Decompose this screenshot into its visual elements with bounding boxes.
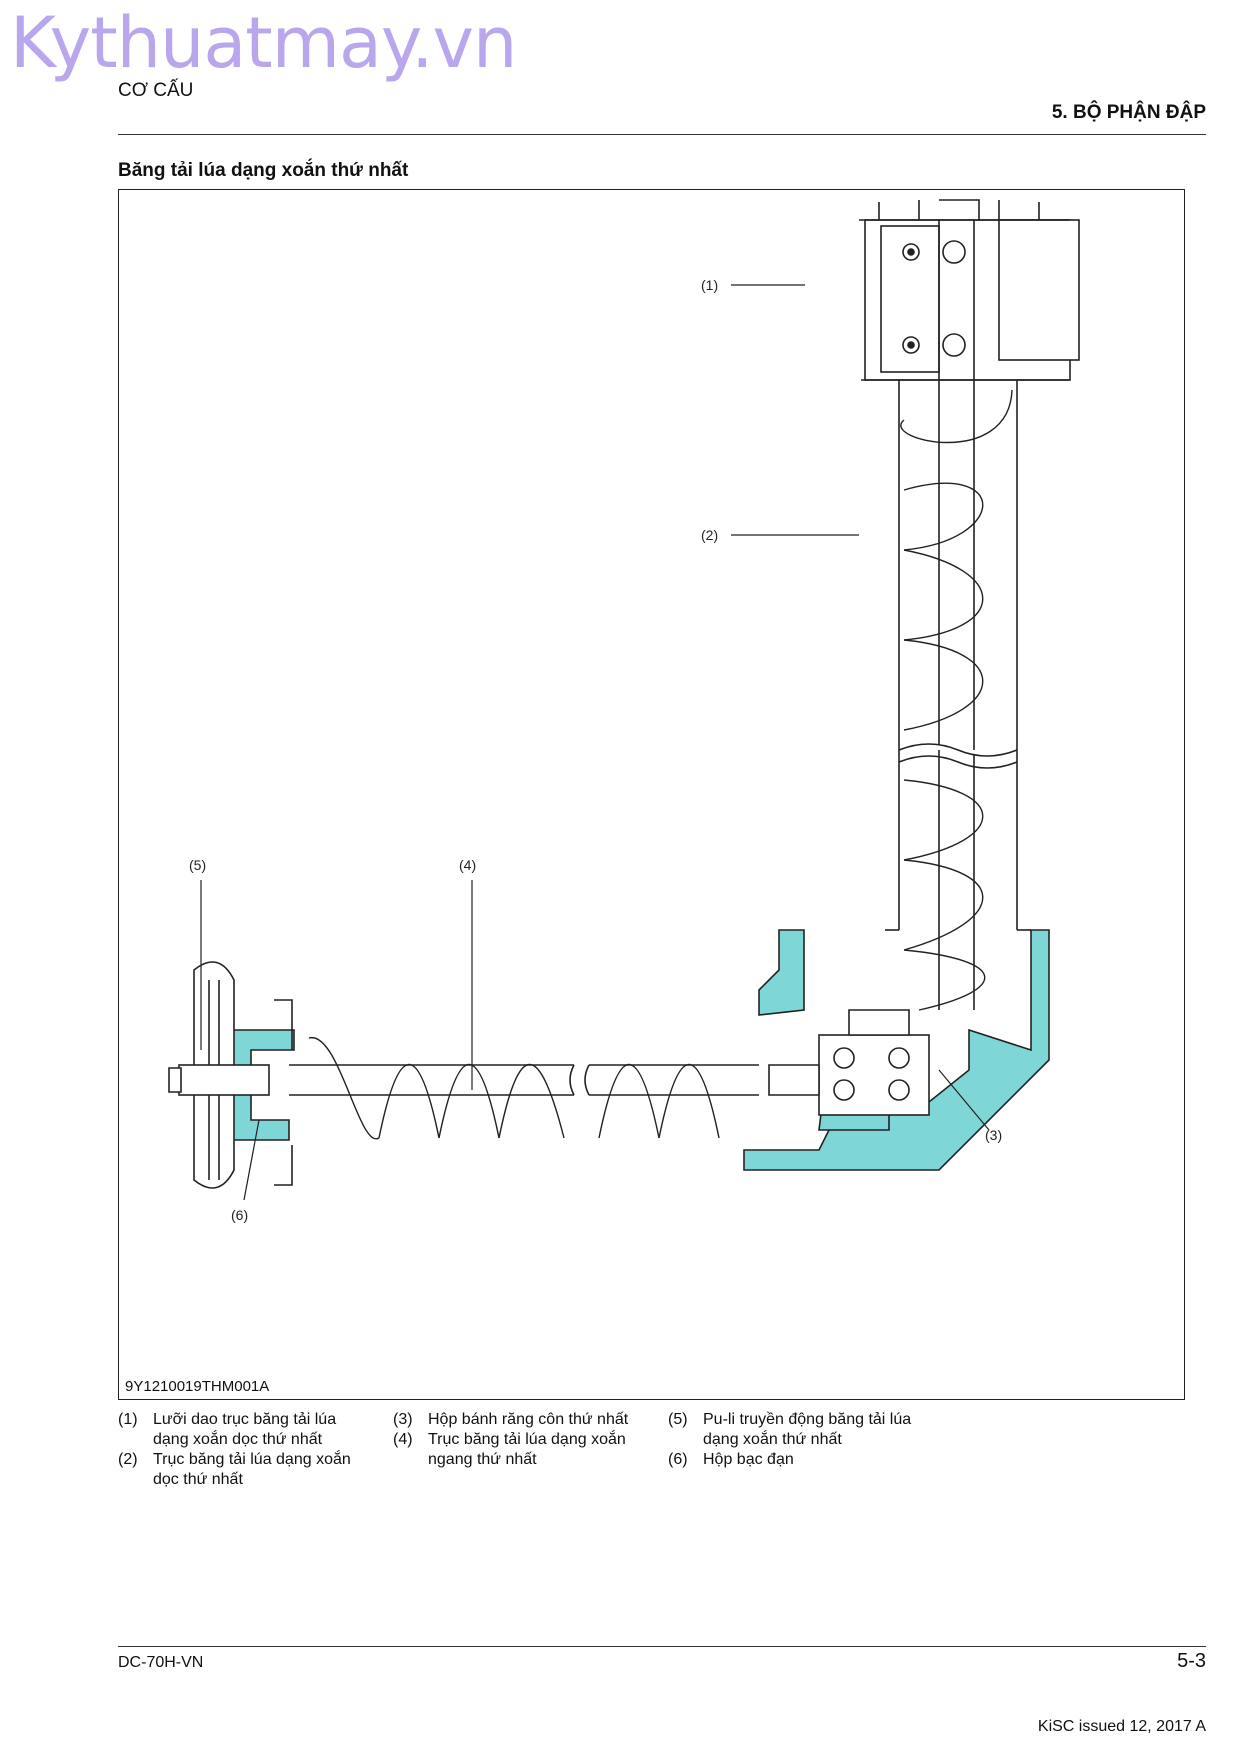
blade-plate [880, 225, 940, 373]
section-label-left: CƠ CẤU [118, 80, 194, 101]
figure-code: 9Y1210019THM001A [125, 1378, 270, 1395]
figure-title: Băng tải lúa dạng xoắn thứ nhất [118, 160, 409, 181]
legend-text: Pu-li truyền động băng tải lúa dạng xoắn… [703, 1411, 912, 1448]
callout-1: (1) [701, 277, 718, 293]
legend-text: Hộp bạc đạn [703, 1451, 794, 1468]
callout-2: (2) [701, 527, 718, 543]
header-rule [118, 134, 1206, 135]
section-label-right: 5. BỘ PHẬN ĐẬP [1051, 102, 1206, 123]
page-number: 5-3 [1177, 1650, 1206, 1672]
issue-note: KiSC issued 12, 2017 A [1037, 1718, 1206, 1735]
legend-item-3: (3) Hộp bánh răng côn thứ nhất [393, 1410, 633, 1430]
horizontal-auger-flights [308, 1037, 720, 1140]
vertical-auger-flights [900, 389, 1013, 1011]
watermark: Kythuatmay.vn [10, 2, 517, 84]
callout-4: (4) [459, 857, 476, 873]
legend-num: (5) [668, 1411, 688, 1428]
callout-3: (3) [985, 1127, 1002, 1143]
vertical-shaft [938, 220, 975, 1010]
legend-num: (1) [118, 1411, 138, 1428]
legend-item-1: (1) Lưỡi dao trục băng tải lúa dạng xoắn… [118, 1410, 358, 1450]
leader-lines [200, 284, 990, 1201]
legend-num: (6) [668, 1451, 688, 1468]
legend-item-4: (4) Trục băng tải lúa dạng xoắn ngang th… [393, 1430, 633, 1470]
top-side-box [998, 219, 1080, 361]
legend-text: Trục băng tải lúa dạng xoắn ngang thứ nh… [428, 1431, 626, 1468]
bolt-upper [902, 243, 920, 261]
top-flange [859, 199, 1069, 221]
legend-num: (4) [393, 1431, 413, 1448]
legend-text: Lưỡi dao trục băng tải lúa dạng xoắn dọc… [153, 1411, 337, 1448]
legend-item-6: (6) Hộp bạc đạn [668, 1450, 908, 1470]
document-code: DC-70H-VN [118, 1654, 204, 1671]
bracket-left [274, 999, 293, 1186]
footer-rule [118, 1646, 1206, 1647]
bolt-lower [902, 336, 920, 354]
callout-6: (6) [231, 1207, 248, 1223]
vertical-tube [898, 380, 1018, 930]
gearbox-core [818, 1034, 930, 1116]
legend-num: (3) [393, 1411, 413, 1428]
legend-text: Trục băng tải lúa dạng xoắn dọc thứ nhất [153, 1451, 351, 1488]
callout-5: (5) [189, 857, 206, 873]
drive-pulley [168, 961, 270, 1189]
figure-frame: (1) (2) (3) (4) (5) (6) 9Y1210019THM001A [118, 189, 1185, 1400]
legend-num: (2) [118, 1451, 138, 1468]
horizontal-tube [289, 1064, 759, 1096]
auger-diagram: (1) (2) (3) (4) (5) (6) [168, 199, 1080, 1223]
legend-item-2: (2) Trục băng tải lúa dạng xoắn dọc thứ … [118, 1450, 358, 1490]
legend-text: Hộp bánh răng côn thứ nhất [428, 1411, 629, 1428]
legend-item-5: (5) Pu-li truyền động băng tải lúa dạng … [668, 1410, 933, 1450]
